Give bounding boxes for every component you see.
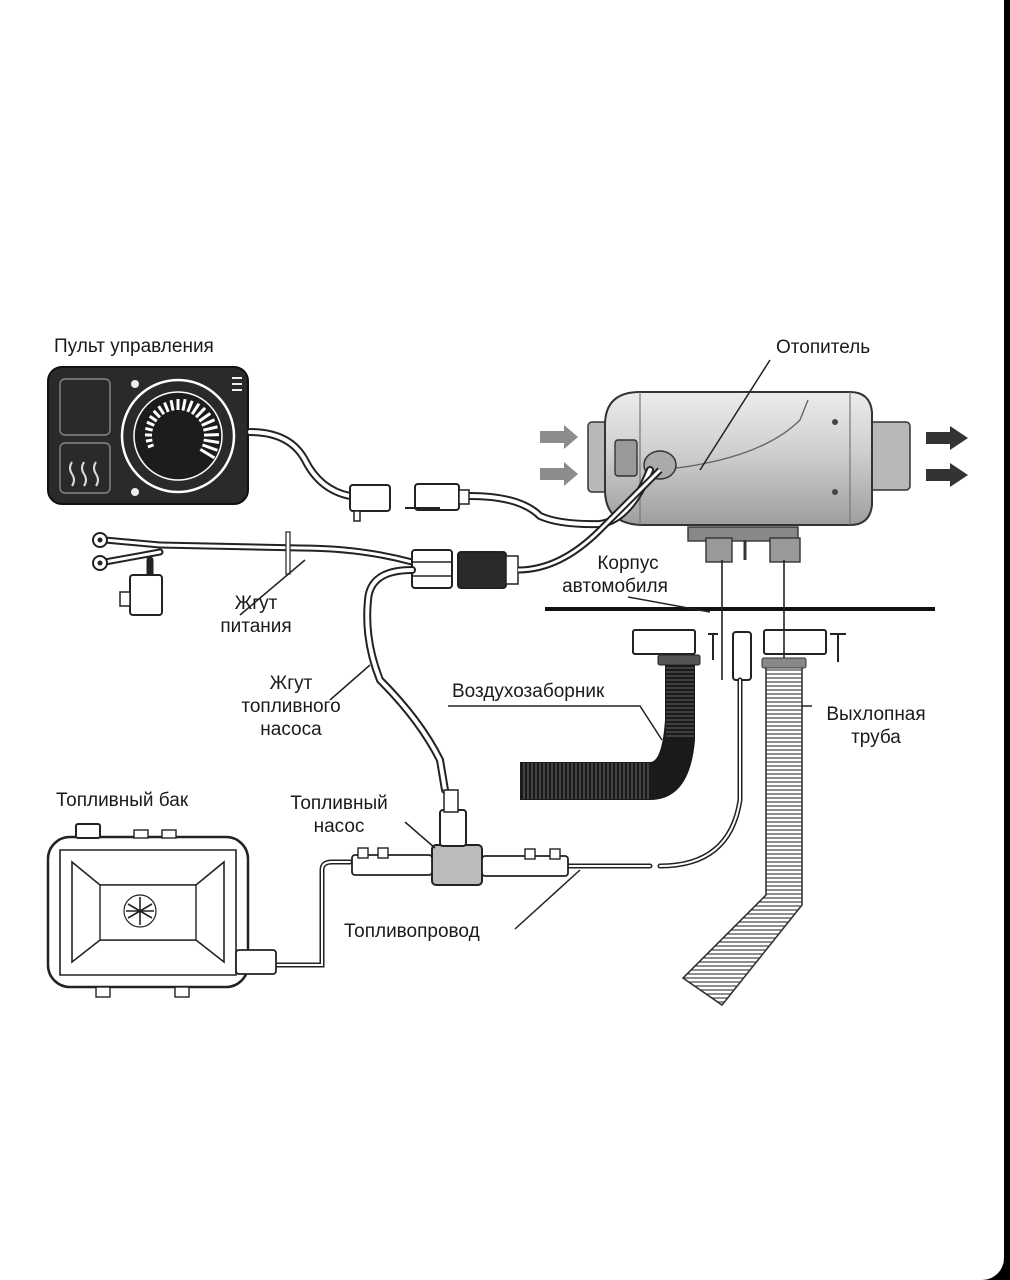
label-fuel-line: Топливопровод [344, 921, 480, 942]
label-pump-harness-line2: топливного [241, 696, 341, 717]
dial-tick [181, 398, 187, 411]
dial-tick [147, 443, 155, 449]
label-power-harness: Жгут питания [206, 592, 306, 638]
pump-harness-inner [365, 568, 447, 792]
label-power-harness-line1: Жгут [234, 593, 278, 614]
control-panel [47, 366, 249, 505]
label-pump-harness: Жгут топливного насоса [236, 672, 346, 741]
fuel-pump [235, 789, 569, 975]
snowflake-icon [123, 894, 157, 928]
fuel-tank [46, 823, 250, 998]
leader-lines [239, 359, 812, 930]
dial-tick [199, 448, 216, 460]
panel-connector [349, 483, 470, 522]
label-vehicle-body-line1: Корпус [597, 553, 659, 574]
air-intake-hose [520, 654, 701, 800]
dial-tick [202, 425, 218, 432]
airflow-arrow-icon [540, 425, 968, 487]
label-fuel-pump-line2: насос [313, 816, 365, 837]
fuel-line-inner [247, 679, 741, 966]
label-pump-harness-line1: Жгут [269, 673, 313, 694]
dial-tick [152, 409, 162, 419]
label-air-intake: Воздухозаборник [452, 681, 605, 702]
label-control-panel: Пульт управления [54, 336, 214, 357]
label-fuel-pump: Топливный насос [274, 792, 404, 838]
dial-tick [194, 406, 207, 419]
dial-tick [203, 433, 220, 437]
battery-terminals [92, 531, 291, 616]
label-heater: Отопитель [776, 337, 871, 358]
heat-waves-icon [69, 461, 99, 487]
label-power-harness-line2: питания [220, 616, 292, 637]
label-exhaust-pipe: Выхлопная труба [814, 703, 938, 749]
pipe-clamps [632, 560, 846, 681]
label-fuel-pump-line1: Топливный [290, 793, 388, 814]
dial-tick [190, 402, 201, 416]
control-cable-inner [248, 430, 652, 527]
dial-scale [144, 398, 220, 460]
dial-tick [157, 405, 166, 416]
label-vehicle-body-line2: автомобиля [562, 576, 668, 597]
label-pump-harness-line3: насоса [260, 719, 322, 740]
dial-tick [145, 427, 154, 432]
label-vehicle-body: Корпус автомобиля [562, 552, 676, 598]
dial-tick [203, 438, 220, 444]
exhaust-pipe [681, 657, 807, 1007]
main-connector [411, 467, 663, 589]
heater-unit [587, 391, 911, 563]
dial-tick [186, 400, 194, 413]
dial-tick [146, 420, 155, 427]
dial-tick [169, 399, 175, 411]
label-exhaust-pipe-line2: труба [851, 727, 901, 748]
label-exhaust-pipe-line1: Выхлопная [826, 704, 926, 725]
dial-tick [201, 443, 218, 452]
dial-tick [198, 412, 212, 423]
dial-tick [148, 414, 158, 423]
power-harness-inner [103, 538, 414, 564]
dial-tick [145, 438, 153, 443]
label-fuel-tank: Топливный бак [56, 790, 189, 811]
dial-tick [201, 418, 216, 427]
dial-tick [163, 402, 170, 413]
